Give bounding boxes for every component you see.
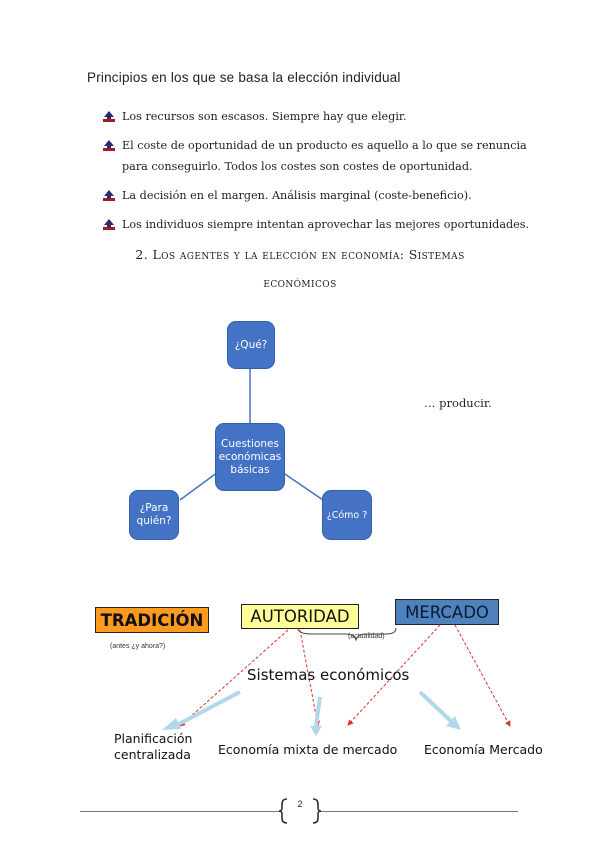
list-item: Los individuos siempre intentan aprovech… [103, 214, 533, 235]
bullet-text: El coste de oportunidad de un producto e… [122, 139, 527, 152]
node-como: ¿Cómo ? [322, 490, 372, 540]
side-text: … producir. [424, 396, 492, 410]
list-item: Los recursos son escasos. Siempre hay qu… [103, 106, 533, 127]
list-item: El coste de oportunidad de un producto e… [103, 135, 533, 177]
node-center: Cuestiones económicas básicas [215, 423, 285, 491]
outcome-planificacion: Planificación centralizada [114, 731, 192, 763]
autoridad-note: (actualidad) [348, 633, 385, 640]
outcome-planificacion-line2: centralizada [114, 747, 191, 762]
page-number: 2 [297, 799, 303, 809]
mercado-box: MERCADO [395, 599, 499, 625]
footer-rule-right [320, 811, 518, 812]
bullet-text: para conseguirlo. Todos los costes son c… [122, 160, 473, 173]
arrow-bullet-icon [103, 190, 115, 201]
page-number-brackets [278, 798, 322, 824]
bullet-text: Los recursos son escasos. Siempre hay qu… [122, 110, 407, 123]
section-title-cont: económicos [263, 275, 337, 290]
cycle-connectors [179, 368, 324, 501]
arrow-bullet-icon [103, 111, 115, 122]
autoridad-box: AUTORIDAD [241, 604, 359, 629]
bullet-text: La decisión en el margen. Análisis margi… [122, 189, 472, 202]
arrow-bullet-icon [103, 219, 115, 230]
principles-list: Los recursos son escasos. Siempre hay qu… [103, 106, 533, 243]
tradicion-box: TRADICIÓN [95, 607, 209, 633]
tradicion-note: (antes ¿y ahora?) [110, 643, 166, 650]
section-title: 2. Los agentes y la elección en economía… [135, 247, 465, 262]
outcome-planificacion-line1: Planificación [114, 731, 193, 746]
footer-rule-left [80, 811, 280, 812]
section-heading: Principios en los que se basa la elecció… [87, 70, 401, 85]
outcome-mercado: Economía Mercado [424, 742, 543, 757]
systems-title: Sistemas económicos [247, 666, 410, 684]
arrow-bullet-icon [103, 140, 115, 151]
systems-arrows [162, 624, 511, 736]
list-item: La decisión en el margen. Análisis margi… [103, 185, 533, 206]
node-que: ¿Qué? [227, 321, 275, 369]
bullet-text: Los individuos siempre intentan aprovech… [122, 218, 530, 231]
outcome-mixta: Economía mixta de mercado [218, 742, 398, 757]
node-para-quien: ¿Para quién? [129, 490, 179, 540]
